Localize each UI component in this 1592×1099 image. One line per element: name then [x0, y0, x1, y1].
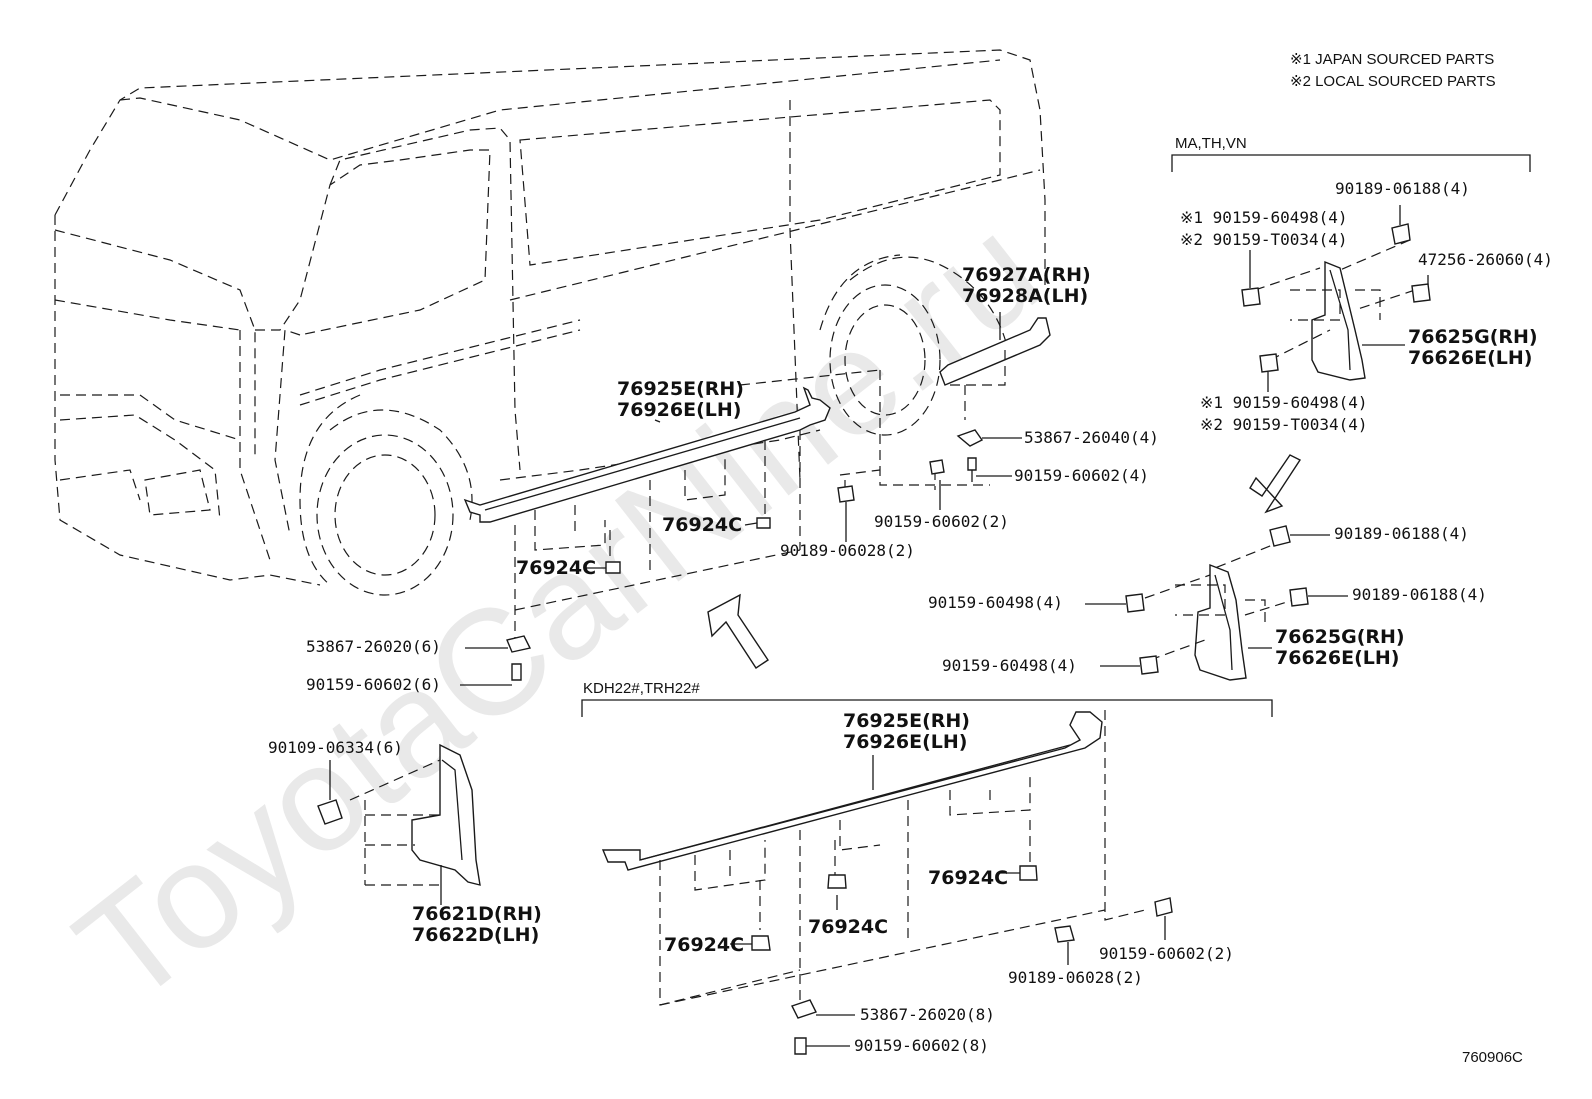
part-90159-60602-8: 90159-60602(8)	[854, 1036, 989, 1055]
upper-side-step	[463, 386, 831, 523]
leader-lines-upper	[460, 312, 1022, 686]
fasteners-upper	[506, 429, 984, 681]
part-90159-T0034-local-b: ※2 90159-T0034(4)	[1200, 415, 1368, 434]
part-76625G-lower: 76625G(RH)	[1275, 626, 1405, 648]
part-76924C-lower-d: 76924C	[808, 916, 888, 938]
upper-step-dashes	[514, 369, 990, 640]
group-label-kdh: KDH22#,TRH22#	[583, 680, 700, 697]
upper-mudflap-fasteners	[1241, 205, 1431, 392]
part-76926E-upper: 76926E(LH)	[617, 399, 741, 421]
lower-mudflap-fasteners	[1085, 525, 1348, 675]
part-76626E-upper: 76626E(LH)	[1408, 347, 1532, 369]
part-53867-26020-8: 53867-26020(8)	[860, 1005, 995, 1024]
part-90189-06188-a: 90189-06188(4)	[1335, 179, 1470, 198]
part-90159-60498-japan-b: ※1 90159-60498(4)	[1200, 393, 1368, 412]
upward-arrow	[707, 593, 769, 669]
part-76924C-lower-c: 76924C	[928, 867, 1008, 889]
part-76924C-upper-a: 76924C	[662, 514, 742, 536]
leader-lines-lower	[730, 755, 1166, 1047]
part-76928A: 76928A(LH)	[962, 285, 1088, 307]
kdh-group-bracket	[581, 699, 1273, 717]
lower-mudflap-76625G	[1144, 539, 1301, 681]
part-76924C-upper-b: 76924C	[516, 557, 596, 579]
part-53867-26040: 53867-26040(4)	[1024, 428, 1159, 447]
part-76925E-upper: 76925E(RH)	[617, 378, 744, 400]
part-76925E-lower: 76925E(RH)	[843, 710, 970, 732]
watermark-text: ToyotaCarNine.ru	[46, 184, 1069, 1035]
part-53867-26020-6: 53867-26020(6)	[306, 637, 441, 656]
part-90159-60602-4: 90159-60602(4)	[1014, 466, 1149, 485]
ma-th-vn-bracket	[1171, 154, 1531, 172]
part-90159-60602-6: 90159-60602(6)	[306, 675, 441, 694]
rear-step-76927A	[939, 317, 1051, 420]
part-76625G-upper: 76625G(RH)	[1408, 326, 1538, 348]
part-90159-T0034-local-a: ※2 90159-T0034(4)	[1180, 230, 1348, 249]
group-label-ma-th-vn: MA,TH,VN	[1175, 135, 1247, 152]
part-76621D: 76621D(RH)	[412, 903, 542, 925]
part-76622D: 76622D(LH)	[412, 924, 539, 946]
van-body-outline	[54, 49, 1046, 586]
part-90189-06188-c: 90189-06188(4)	[1352, 585, 1487, 604]
upper-mudflap-76625G	[1254, 239, 1416, 381]
part-90189-06028-2-upper: 90189-06028(2)	[780, 541, 915, 560]
fasteners-lower	[751, 865, 1173, 1055]
part-76926E-lower: 76926E(LH)	[843, 731, 967, 753]
part-90189-06028-2-lower: 90189-06028(2)	[1008, 968, 1143, 987]
lower-side-step	[601, 711, 1103, 871]
note-japan-sourced: ※1 JAPAN SOURCED PARTS	[1290, 51, 1494, 68]
figure-code: 760906C	[1462, 1049, 1523, 1066]
part-90159-60602-2-upper: 90159-60602(2)	[874, 512, 1009, 531]
diagonal-arrow	[1249, 454, 1302, 514]
part-76927A: 76927A(RH)	[962, 264, 1091, 286]
part-90159-60498-b: 90159-60498(4)	[942, 656, 1077, 675]
part-47256-26060: 47256-26060(4)	[1418, 250, 1553, 269]
lower-step-dashes	[659, 710, 1146, 1006]
part-90189-06188-b: 90189-06188(4)	[1334, 524, 1469, 543]
part-90159-60602-2-lower: 90159-60602(2)	[1099, 944, 1234, 963]
part-76626E-lower: 76626E(LH)	[1275, 647, 1399, 669]
part-90159-60498-a: 90159-60498(4)	[928, 593, 1063, 612]
note-local-sourced: ※2 LOCAL SOURCED PARTS	[1290, 73, 1496, 90]
part-76924C-lower-e: 76924C	[664, 934, 744, 956]
part-90109-06334: 90109-06334(6)	[268, 738, 403, 757]
front-mudflap-76621D	[317, 743, 481, 905]
part-90159-60498-japan-a: ※1 90159-60498(4)	[1180, 208, 1348, 227]
van-wheels	[316, 284, 941, 596]
